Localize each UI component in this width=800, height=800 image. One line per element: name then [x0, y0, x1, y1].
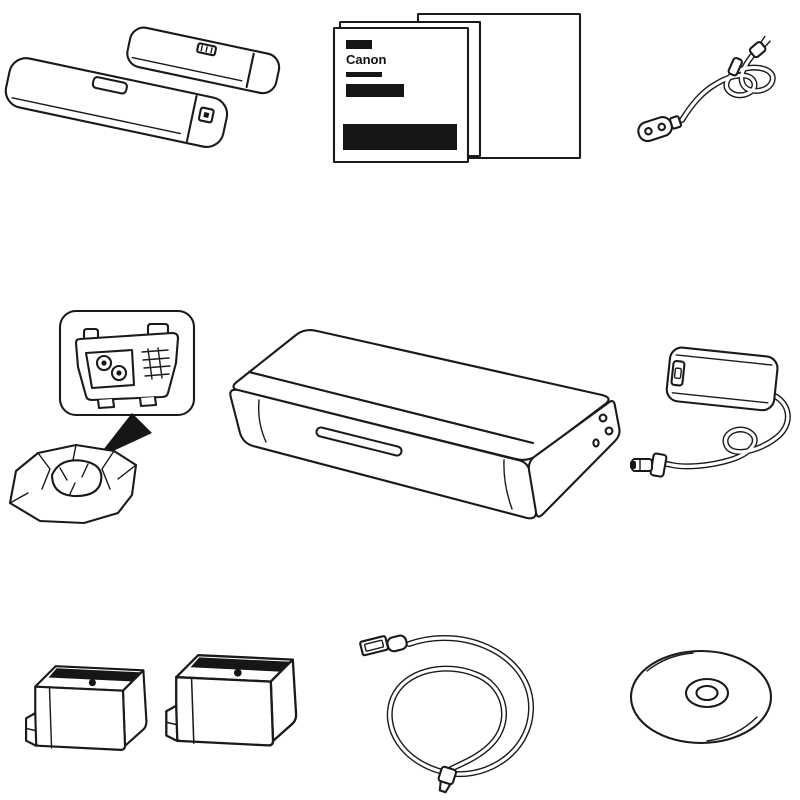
dc-plug — [630, 452, 668, 478]
disc-sheen-lower — [706, 716, 758, 742]
disc-hole — [695, 684, 719, 702]
battery-pack-item — [0, 5, 300, 180]
printer-side-buttons — [592, 413, 614, 448]
disc-sheen — [646, 652, 694, 672]
printer-corner-seams — [257, 399, 513, 510]
power-cord-item — [632, 28, 797, 165]
printer-drawing — [229, 329, 621, 520]
cover-bar-medium — [346, 84, 404, 97]
print-head-drawing — [8, 309, 196, 525]
ink-cartridges-item — [15, 640, 315, 775]
manuals-item: Canon — [330, 10, 590, 175]
cable-tie — [727, 56, 743, 77]
ink-cartridge-black — [24, 665, 148, 751]
usb-cable-item — [355, 618, 555, 800]
printer-front-face — [229, 388, 538, 520]
arrow-icon — [96, 413, 152, 459]
protective-bag — [8, 443, 138, 525]
usb-cable-coil — [386, 635, 535, 778]
print-head-item — [0, 305, 210, 540]
manuals-drawing: Canon — [332, 12, 582, 164]
power-cord-cable — [679, 53, 776, 123]
usb-mini-plug — [437, 765, 458, 794]
ac-adapter-brick — [665, 346, 779, 412]
ac-adapter-cable — [651, 393, 791, 470]
printer-lid-seam — [247, 370, 535, 445]
cover-vent-lines — [200, 45, 213, 54]
usb-a-connector — [359, 635, 390, 657]
printer-item — [215, 310, 635, 540]
power-plug-connector — [637, 115, 683, 143]
ink-cartridges-drawing — [24, 654, 298, 751]
cover-bar-thin — [346, 72, 382, 77]
ac-inlet — [670, 359, 686, 387]
battery-pack-bar — [4, 57, 229, 148]
print-head — [74, 322, 180, 410]
battery-pack-drawing — [4, 26, 281, 148]
manual-brand-text: Canon — [346, 52, 387, 67]
power-cord-end-plug — [748, 35, 771, 59]
usb-cable-drawing — [359, 634, 535, 794]
ac-adapter-drawing — [630, 346, 791, 478]
printer-front-slot — [315, 426, 403, 457]
cd-rom-drawing — [629, 649, 773, 745]
disc-hub-ring — [684, 677, 730, 709]
cd-rom-item — [625, 645, 785, 760]
cover-bar-small — [346, 40, 372, 49]
battery-cover-bar — [126, 26, 281, 95]
power-cord-drawing — [637, 35, 776, 143]
printer-side-face — [527, 400, 621, 518]
cover-bar-large — [343, 124, 457, 150]
usb-ferrite-bead — [386, 634, 408, 653]
front-cover-print: Canon — [343, 40, 457, 150]
ac-adapter-item — [628, 340, 798, 505]
ink-cartridge-color — [165, 654, 298, 747]
